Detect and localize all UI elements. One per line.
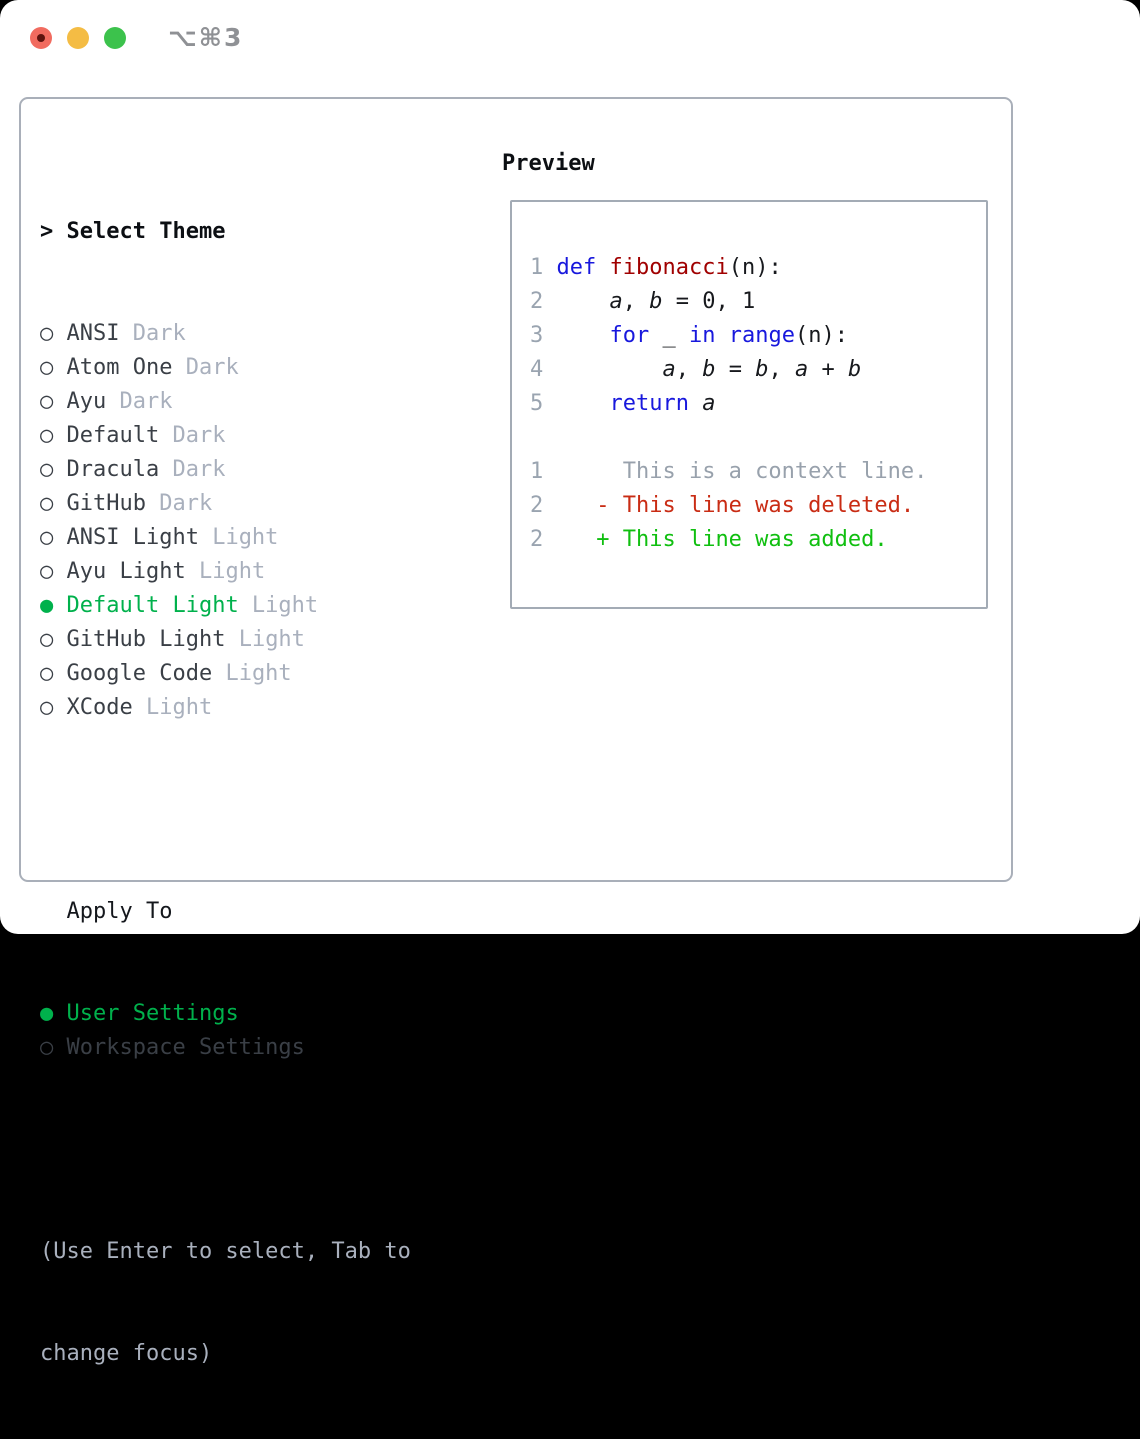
apply-to-list: ● User Settings ○ Workspace Settings: [40, 997, 411, 1065]
app-window: ⌥⌘3 > Select Theme ○ ANSI Dark ○ Atom One…: [0, 0, 1140, 1366]
apply-option-user-settings[interactable]: ● User Settings: [40, 1001, 239, 1026]
main-panel: > Select Theme ○ ANSI Dark ○ Atom One Dar…: [19, 97, 1013, 1366]
theme-option-dracula[interactable]: ○ Dracula Dark: [40, 457, 226, 482]
theme-option-ansi-light[interactable]: ○ ANSI Light Light: [40, 525, 279, 550]
apply-option-workspace-settings[interactable]: ○ Workspace Settings: [40, 1035, 305, 1060]
preview-line-7: 1 This is a context line.: [530, 459, 928, 484]
select-theme-header: > Select Theme: [40, 215, 411, 249]
theme-option-github[interactable]: ○ GitHub Dark: [40, 491, 213, 516]
spacer: [40, 793, 411, 827]
preview-line-5: 5 return a: [530, 391, 716, 416]
theme-option-atom-one[interactable]: ○ Atom One Dark: [40, 355, 239, 380]
theme-option-ansi[interactable]: ○ ANSI Dark: [40, 321, 186, 346]
cursor-icon: >: [40, 219, 54, 244]
close-button[interactable]: [30, 27, 52, 49]
apply-to-header: Apply To: [40, 895, 411, 929]
preview-box: 1 def fibonacci(n): 2 a, b = 0, 1 3 for _ …: [510, 200, 988, 609]
preview-line-2: 2 a, b = 0, 1: [530, 289, 756, 314]
theme-option-github-light[interactable]: ○ GitHub Light Light: [40, 627, 305, 652]
titlebar: ⌥⌘3: [0, 0, 1140, 76]
hint-line-1: (Use Enter to select, Tab to: [40, 1239, 411, 1264]
preview-line-1: 1 def fibonacci(n):: [530, 255, 782, 280]
preview-line-4: 4 a, b = b, a + b: [530, 357, 862, 382]
preview-blank-line: [530, 421, 986, 455]
theme-option-ayu[interactable]: ○ Ayu Dark: [40, 389, 173, 414]
theme-option-google-code[interactable]: ○ Google Code Light: [40, 661, 292, 686]
theme-option-xcode[interactable]: ○ XCode Light: [40, 695, 213, 720]
close-unsaved-dot-icon: [37, 34, 45, 42]
theme-option-ayu-light[interactable]: ○ Ayu Light Light: [40, 559, 266, 584]
minimize-button[interactable]: [67, 27, 89, 49]
apply-to-title: Apply To: [66, 899, 173, 924]
theme-list: ○ ANSI Dark ○ Atom One Dark ○ Ayu Dark ○ De…: [40, 317, 411, 725]
preview-line-3: 3 for _ in range(n):: [530, 323, 848, 348]
zoom-button[interactable]: [104, 27, 126, 49]
window-title: ⌥⌘3: [168, 23, 244, 52]
theme-select-column: > Select Theme ○ ANSI Dark ○ Atom One Dar…: [40, 147, 411, 1439]
preview-title: Preview: [502, 151, 595, 176]
theme-option-default-light[interactable]: ● Default Light Light: [40, 593, 319, 618]
select-theme-title: Select Theme: [66, 219, 226, 244]
theme-option-default[interactable]: ○ Default Dark: [40, 423, 226, 448]
preview-line-8: 2 - This line was deleted.: [530, 493, 915, 518]
spacer: [40, 1133, 411, 1167]
preview-line-9: 2 + This line was added.: [530, 527, 888, 552]
hint-line-2: change focus): [40, 1341, 213, 1366]
